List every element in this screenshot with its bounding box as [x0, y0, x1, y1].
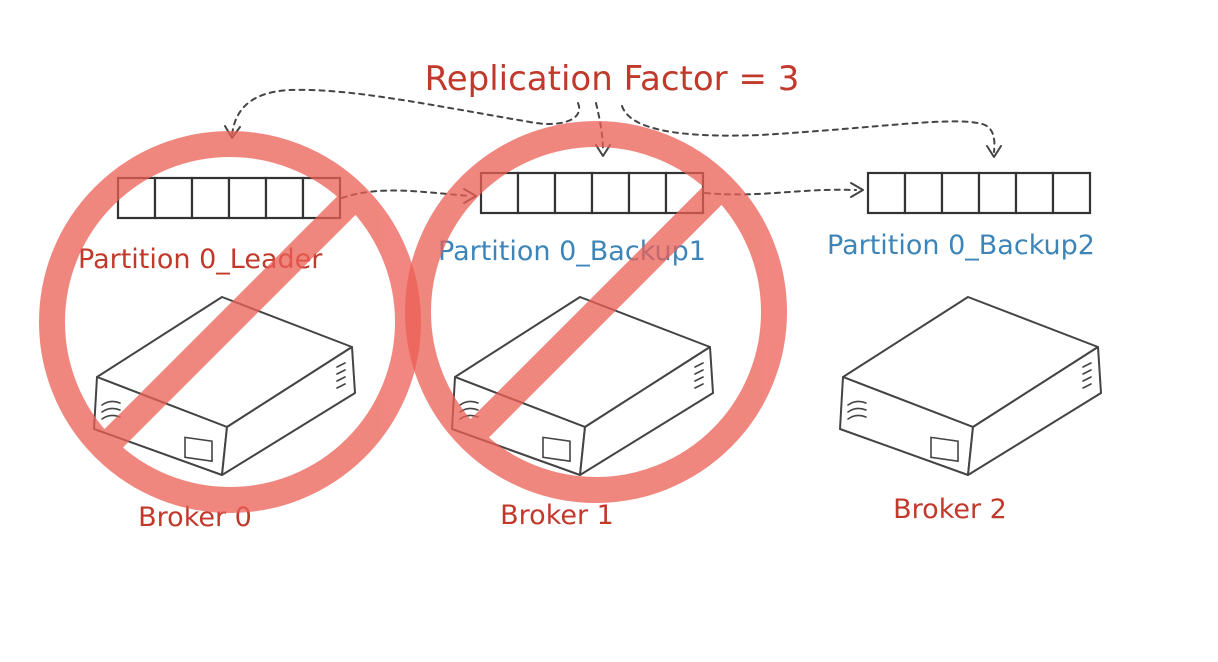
- partition-log-2: [866, 171, 1092, 215]
- prohibited-icon-broker-1: [405, 121, 787, 503]
- partition-log-1: [479, 171, 705, 215]
- broker-label-2: Broker 2: [893, 494, 1007, 525]
- server-icon-broker-2: [839, 296, 1102, 476]
- diagram-title: Replication Factor = 3: [425, 59, 800, 99]
- partition-label-backup2: Partition 0_Backup2: [827, 230, 1095, 261]
- broker-label-1: Broker 1: [500, 500, 614, 531]
- partition-log-0: [116, 176, 342, 220]
